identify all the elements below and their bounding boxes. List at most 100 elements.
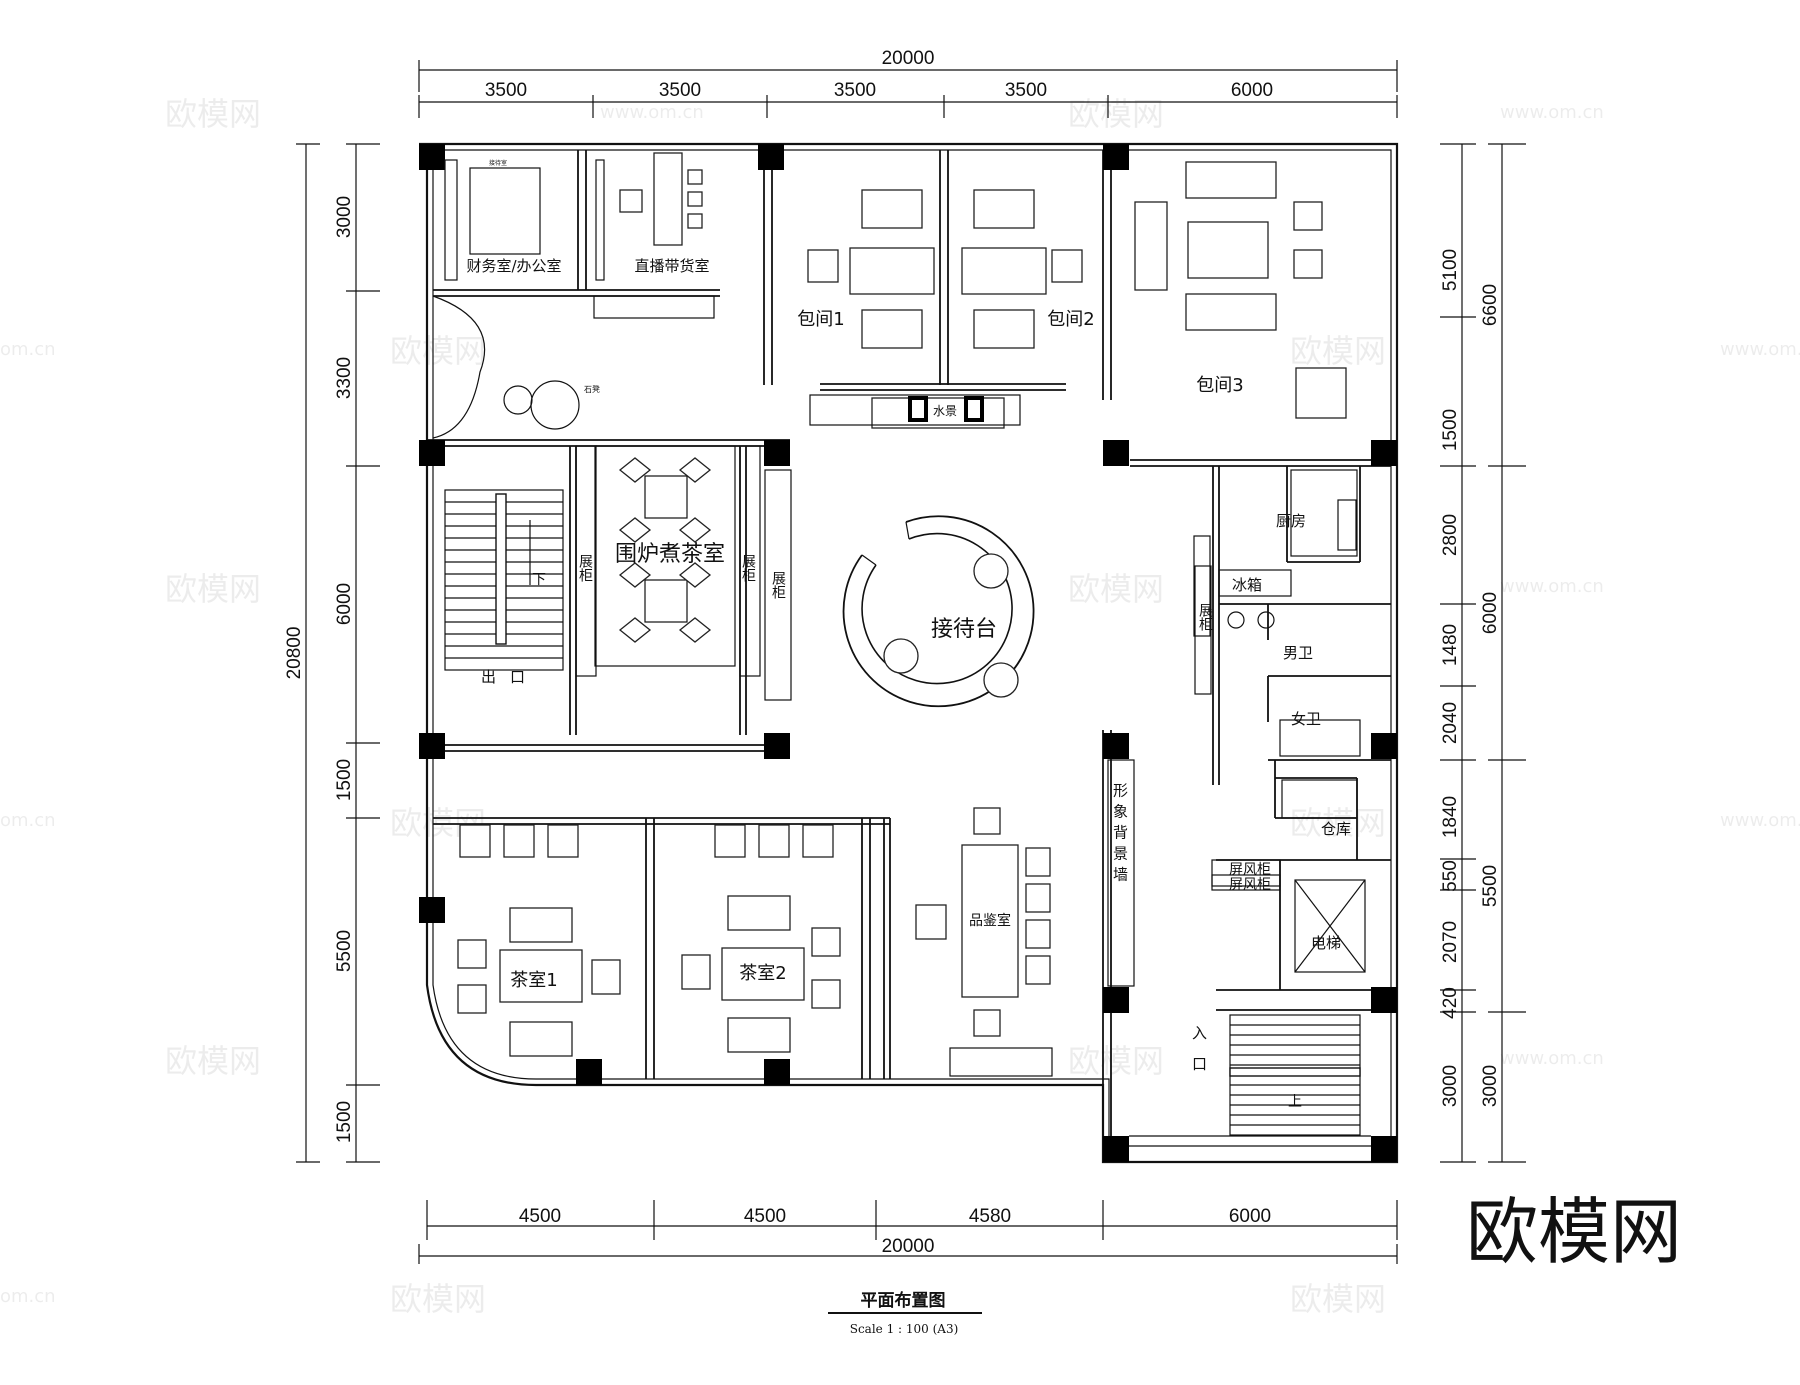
room-label-tasting: 品鉴室 xyxy=(969,912,1011,929)
dim-right-outer-1: 6600 xyxy=(1480,284,1501,326)
watermark: www.om.cn xyxy=(1720,810,1800,831)
dim-right-2: 1500 xyxy=(1440,409,1461,451)
room-label-male-wc: 男卫 xyxy=(1283,644,1313,662)
office-furniture xyxy=(432,152,715,439)
dim-right-5: 2040 xyxy=(1440,702,1461,744)
dim-left-4: 1500 xyxy=(334,759,355,801)
room-label-tea2: 茶室2 xyxy=(739,963,786,984)
watermark: www.om.cn xyxy=(1720,339,1800,360)
dim-right-9: 420 xyxy=(1440,987,1461,1019)
tasting-room-furniture xyxy=(915,759,1135,1077)
dim-left-total: 20800 xyxy=(284,627,305,680)
dimension-lines: 20000 3500 3500 3500 3500 6000 4500 4500… xyxy=(284,48,1526,1264)
room-labels: 财务室/办公室 直播带货室 包间1 包间2 包间3 水景 石凳 接待室 围炉煮茶… xyxy=(466,159,1351,1110)
room-label-screen-2: 屏风柜 xyxy=(1229,877,1271,893)
room-label-vip1: 包间1 xyxy=(797,309,844,330)
watermark: 欧模网 xyxy=(165,1042,261,1080)
scale-text: Scale 1 : 100 (A3) xyxy=(850,1322,959,1336)
logo: 欧模网 xyxy=(1466,1190,1682,1274)
entrance-label: 入口 xyxy=(1190,1025,1208,1087)
dim-left-5: 5500 xyxy=(334,930,355,972)
dim-left-1: 3000 xyxy=(334,196,355,238)
dim-top-5: 6000 xyxy=(1231,80,1273,101)
watermark: 欧模网 xyxy=(1290,804,1386,842)
room-label-vip3: 包间3 xyxy=(1196,375,1243,396)
image-wall-label: 形象背景墙 xyxy=(1111,783,1129,888)
cabinet-label-3: 展柜 xyxy=(770,571,786,599)
tea-room-furniture xyxy=(457,824,841,1057)
watermark: 欧模网 xyxy=(1068,570,1164,608)
dim-top-total: 20000 xyxy=(882,48,935,69)
stair-up-label: 上 xyxy=(1288,1094,1302,1110)
dim-right-10: 3000 xyxy=(1440,1065,1461,1107)
dim-left-6: 1500 xyxy=(334,1101,355,1143)
watermark: om.cn xyxy=(0,1286,56,1307)
room-label-stone: 石凳 xyxy=(584,384,600,394)
room-label-storage: 仓库 xyxy=(1321,820,1351,838)
columns xyxy=(419,144,1397,1162)
cabinet-label-2: 展柜 xyxy=(740,554,756,582)
room-label-screen-1: 屏风柜 xyxy=(1229,862,1271,878)
watermarks: 欧模网 www.om.cn 欧模网 www.om.cn om.cn 欧模网 欧模… xyxy=(0,95,1800,1318)
exit-label: 出口 xyxy=(481,668,539,686)
drawing-title: 平面布置图 xyxy=(861,1290,946,1311)
cabinet-label-1: 展柜 xyxy=(577,554,593,582)
reception-desk xyxy=(842,515,1035,708)
room-label-finance: 财务室/办公室 xyxy=(466,257,561,275)
dim-top-3: 3500 xyxy=(834,80,876,101)
dim-right-7: 550 xyxy=(1440,860,1461,892)
dim-right-outer-3: 5500 xyxy=(1480,865,1501,907)
dim-right-4: 1480 xyxy=(1440,624,1461,666)
watermark: 欧模网 xyxy=(1068,1042,1164,1080)
dim-top-4: 3500 xyxy=(1005,80,1047,101)
stairs-down xyxy=(444,489,564,671)
room-label-female-wc: 女卫 xyxy=(1291,710,1321,728)
watermark: 欧模网 xyxy=(390,332,486,370)
watermark: www.om.cn xyxy=(1500,1048,1604,1069)
watermark: om.cn xyxy=(0,339,56,360)
room-label-tea1: 茶室1 xyxy=(510,970,557,991)
watermark: om.cn xyxy=(0,810,56,831)
dim-left-3: 6000 xyxy=(334,583,355,625)
dim-top-2: 3500 xyxy=(659,80,701,101)
room-label-reception: 接待台 xyxy=(931,617,997,642)
dim-right-1: 5100 xyxy=(1440,249,1461,291)
dim-left-2: 3300 xyxy=(334,357,355,399)
dim-right-outer-2: 6000 xyxy=(1480,592,1501,634)
watermark: 欧模网 xyxy=(390,1280,486,1318)
room-label-live: 直播带货室 xyxy=(634,257,709,275)
tea-fire-room-furniture xyxy=(575,445,792,701)
watermark: 欧模网 xyxy=(1290,332,1386,370)
dim-right-3: 2800 xyxy=(1440,514,1461,556)
watermark: 欧模网 xyxy=(165,95,261,133)
room-label-office-sign: 接待室 xyxy=(489,159,507,167)
dim-right-8: 2070 xyxy=(1440,921,1461,963)
stairs-up xyxy=(1129,1014,1371,1147)
room-label-tea-fire: 围炉煮茶室 xyxy=(615,542,725,567)
service-fixtures xyxy=(1193,469,1366,973)
dim-bottom-3: 4580 xyxy=(969,1206,1011,1227)
watermark: 欧模网 xyxy=(165,570,261,608)
watermark: www.om.cn xyxy=(1500,576,1604,597)
room-label-vip2: 包间2 xyxy=(1047,309,1094,330)
dim-bottom-4: 6000 xyxy=(1229,1206,1271,1227)
watermark: www.om.cn xyxy=(1500,102,1604,123)
dim-bottom-1: 4500 xyxy=(519,1206,561,1227)
watermark: www.om.cn xyxy=(600,102,704,123)
room-label-water: 水景 xyxy=(933,404,957,418)
watermark: 欧模网 xyxy=(1290,1280,1386,1318)
dim-right-6: 1840 xyxy=(1440,796,1461,838)
room-label-elevator: 电梯 xyxy=(1311,934,1341,952)
dim-top-1: 3500 xyxy=(485,80,527,101)
dim-bottom-2: 4500 xyxy=(744,1206,786,1227)
room-label-fridge: 冰箱 xyxy=(1232,576,1262,594)
title-block: 平面布置图 Scale 1 : 100 (A3) xyxy=(828,1290,982,1336)
vip-room-furniture xyxy=(807,161,1347,429)
cabinet-label-4: 展柜 xyxy=(1197,603,1213,631)
watermark: 欧模网 xyxy=(1068,95,1164,133)
dim-bottom-total: 20000 xyxy=(882,1236,935,1257)
room-label-kitchen: 厨房 xyxy=(1276,512,1306,530)
dim-right-outer-4: 3000 xyxy=(1480,1065,1501,1107)
stair-down-label: 下 xyxy=(532,572,546,588)
